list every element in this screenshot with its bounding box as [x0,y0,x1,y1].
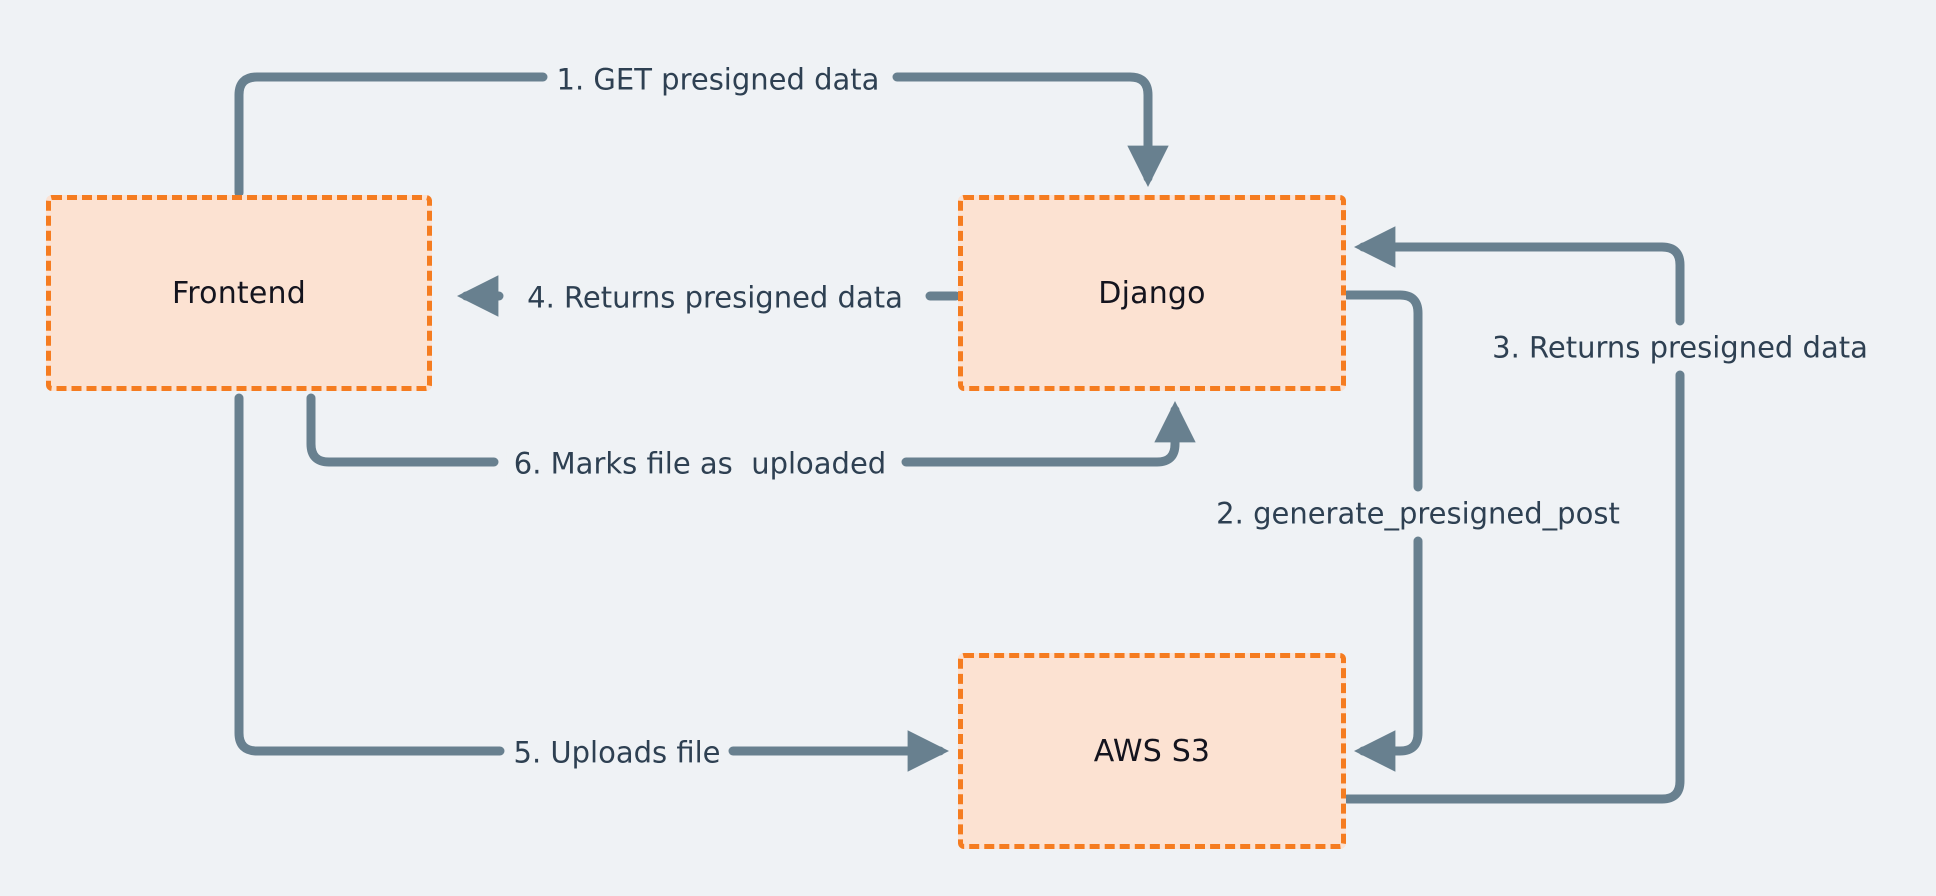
edge-path-5a [234,393,505,756]
edge-path-1b [892,72,1169,188]
edge-path-3b [1353,226,1685,326]
edge-label-6: 6. Marks file as uploaded [506,447,894,481]
node-frontend[interactable]: Frontend [46,195,432,391]
edge-path-3a [1342,370,1685,804]
node-aws-s3-label: AWS S3 [1093,733,1211,769]
node-django-label: Django [1098,275,1206,311]
edge-path-1a [234,72,548,198]
edge-path-2a [1342,290,1423,492]
node-frontend-label: Frontend [172,275,306,311]
edge-path-6b [901,400,1196,467]
edge-label-5: 5. Uploads file [506,736,728,770]
edge-label-2: 2. generate_presigned_post [1209,497,1627,531]
edge-label-1: 1. GET presigned data [549,63,887,97]
edge-label-3: 3. Returns presigned data [1485,331,1875,365]
edge-path-2b [1353,536,1423,772]
edge-path-6a [306,393,499,467]
node-aws-s3[interactable]: AWS S3 [958,653,1346,849]
edge-label-4: 4. Returns presigned data [520,281,910,315]
node-django[interactable]: Django [958,195,1346,391]
